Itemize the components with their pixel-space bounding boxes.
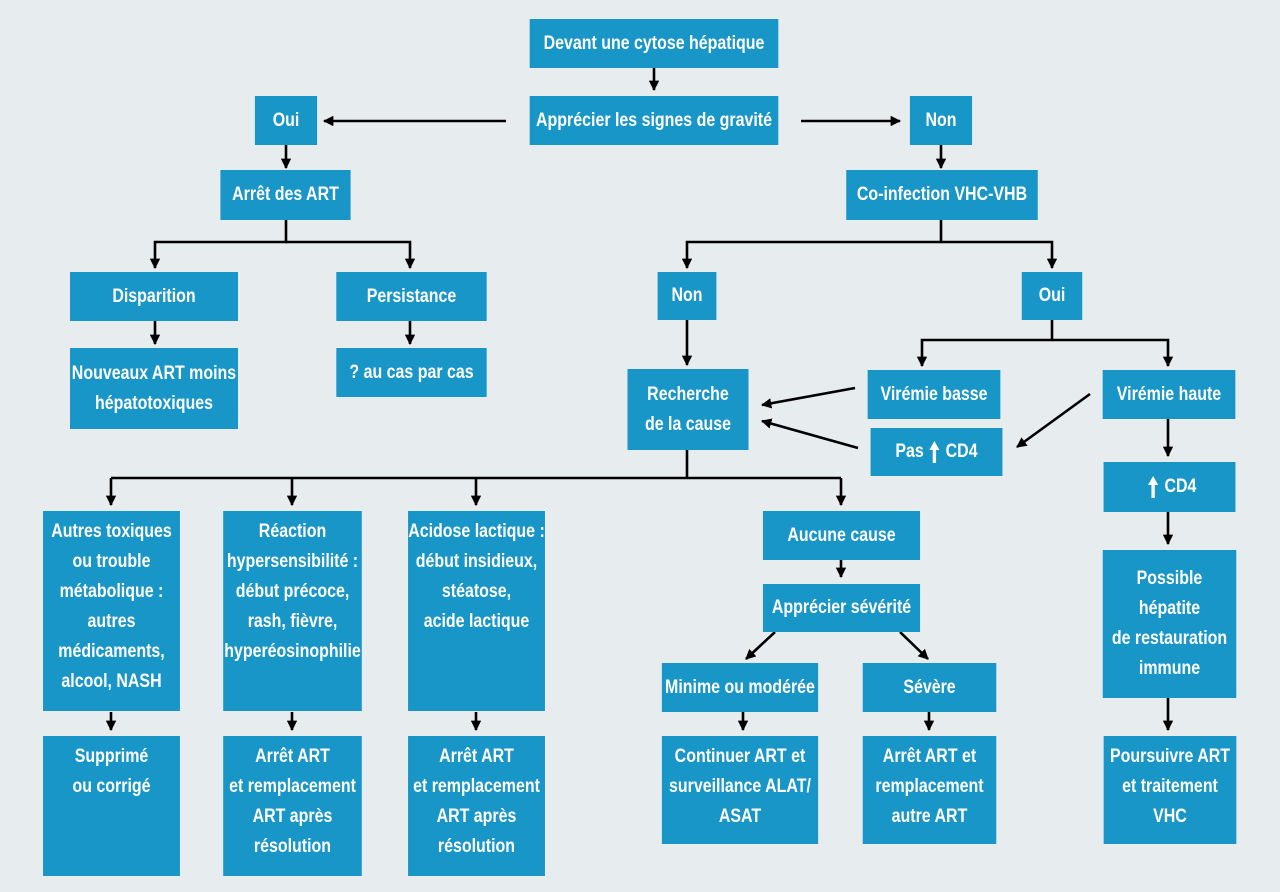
node-disappearance-label: Disparition (112, 285, 196, 307)
node-new-art: Nouveaux ART moins hépatotoxiques (70, 348, 238, 429)
node-immune-restoration-label: Possible hépatite de restauration immune (1111, 568, 1228, 679)
node-high-viremia-label: Virémie haute (1116, 383, 1222, 405)
node-coinfection-label: Co-infection VHC-VHB (856, 184, 1028, 205)
edge-haute-pas-cd4 (1016, 392, 1091, 449)
node-stop-replace-1: Arrêt ART et remplacement ART après réso… (223, 736, 362, 876)
node-no-cd4-increase: Pas CD4 (870, 428, 1003, 476)
node-yes-coinfection: Oui (1021, 272, 1083, 320)
edge-coinf-branch-right (941, 240, 1058, 270)
node-stop-art-label: Arrêt des ART (232, 184, 339, 205)
node-no-cd4-after: CD4 (945, 441, 978, 462)
node-start: Devant une cytose hépatique (529, 19, 779, 68)
node-stop-replace-other: Arrêt ART et remplacement autre ART (862, 736, 997, 844)
node-low-viremia: Virémie basse (867, 370, 1001, 419)
up-arrow-icon (1148, 476, 1159, 498)
node-persistence: Persistance (336, 272, 487, 321)
node-no-gravity: Non (909, 96, 973, 145)
edge-oui-viremie-haute (1052, 338, 1174, 368)
edge-basse-recherche (760, 386, 856, 409)
edge-arret-branch (149, 220, 288, 270)
node-continue-hcv-label: Poursuivre ART et traitement VHC (1109, 746, 1231, 827)
node-assess-gravity-label: Apprécier les signes de gravité (536, 109, 772, 131)
node-minimal: Minime ou modérée (661, 663, 819, 712)
node-no-cause: Aucune cause (762, 511, 921, 560)
node-stop-replace-1-label: Arrêt ART et remplacement ART après réso… (229, 746, 356, 857)
node-yes-coinfection-label: Oui (1038, 285, 1066, 306)
node-assess-gravity: Apprécier les signes de gravité (529, 96, 779, 145)
node-stop-replace-other-label: Arrêt ART et remplacement autre ART (875, 746, 984, 827)
node-case-by-case: ? au cas par cas (336, 348, 487, 397)
node-lactic-acidosis-label: Acidose lactique : début insidieux, stéa… (408, 521, 545, 632)
node-no-cd4-before: Pas (895, 441, 924, 462)
node-severe-label: Sévère (903, 676, 956, 698)
node-start-label: Devant une cytose hépatique (543, 32, 765, 54)
node-severe: Sévère (862, 663, 997, 712)
node-no-coinfection-label: Non (671, 285, 703, 306)
edge-oui-viremie-basse (916, 320, 1054, 368)
node-removed: Supprimé ou corrigé (43, 736, 180, 876)
node-search-cause-label: Recherche de la cause (644, 383, 732, 435)
node-assess-severity-label: Apprécier sévérité (771, 597, 912, 618)
node-hypersensitivity-label: Réaction hypersensibilité : début précoc… (224, 521, 361, 662)
node-continue-hcv: Poursuivre ART et traitement VHC (1103, 736, 1237, 844)
node-stop-art: Arrêt des ART (220, 170, 351, 220)
node-other-toxics-label: Autres toxiques ou trouble métabolique :… (51, 521, 172, 692)
node-disappearance: Disparition (70, 272, 238, 321)
up-arrow-icon (929, 441, 940, 463)
node-immune-restoration: Possible hépatite de restauration immune (1102, 550, 1237, 698)
node-continue-art: Continuer ART et surveillance ALAT/ ASAT (661, 736, 819, 844)
node-hypersensitivity: Réaction hypersensibilité : début précoc… (223, 511, 362, 711)
edge-pas-cd4-recherche (760, 418, 859, 450)
node-search-cause: Recherche de la cause (627, 369, 749, 450)
node-high-viremia: Virémie haute (1102, 370, 1236, 419)
node-removed-label: Supprimé ou corrigé (72, 746, 151, 797)
node-lactic-acidosis: Acidose lactique : début insidieux, stéa… (408, 511, 545, 711)
node-yes-gravity-label: Oui (272, 109, 300, 131)
node-no-coinfection: Non (657, 272, 717, 320)
node-no-gravity-label: Non (925, 109, 957, 131)
node-yes-gravity: Oui (254, 96, 318, 145)
node-cd4-increase: CD4 (1103, 462, 1236, 512)
node-other-toxics: Autres toxiques ou trouble métabolique :… (43, 511, 180, 711)
node-stop-replace-2-label: Arrêt ART et remplacement ART après réso… (413, 746, 540, 857)
edge-arret-branch-right (286, 240, 416, 270)
node-low-viremia-label: Virémie basse (880, 383, 988, 405)
node-coinfection: Co-infection VHC-VHB (846, 170, 1038, 220)
edge-coinf-branch (681, 220, 943, 270)
edge-severite-minime (745, 631, 776, 660)
node-new-art-label: Nouveaux ART moins hépatotoxiques (71, 362, 237, 414)
node-minimal-label: Minime ou modérée (665, 676, 815, 698)
node-continue-art-label: Continuer ART et surveillance ALAT/ ASAT (669, 746, 811, 827)
node-persistence-label: Persistance (366, 285, 457, 307)
node-case-by-case-label: ? au cas par cas (349, 361, 474, 383)
node-assess-severity: Apprécier sévérité (762, 584, 921, 632)
node-no-cause-label: Aucune cause (787, 524, 896, 546)
edge-severite-severe (899, 631, 929, 660)
node-cd4-increase-label: CD4 (1164, 476, 1197, 497)
node-stop-replace-2: Arrêt ART et remplacement ART après réso… (408, 736, 545, 876)
